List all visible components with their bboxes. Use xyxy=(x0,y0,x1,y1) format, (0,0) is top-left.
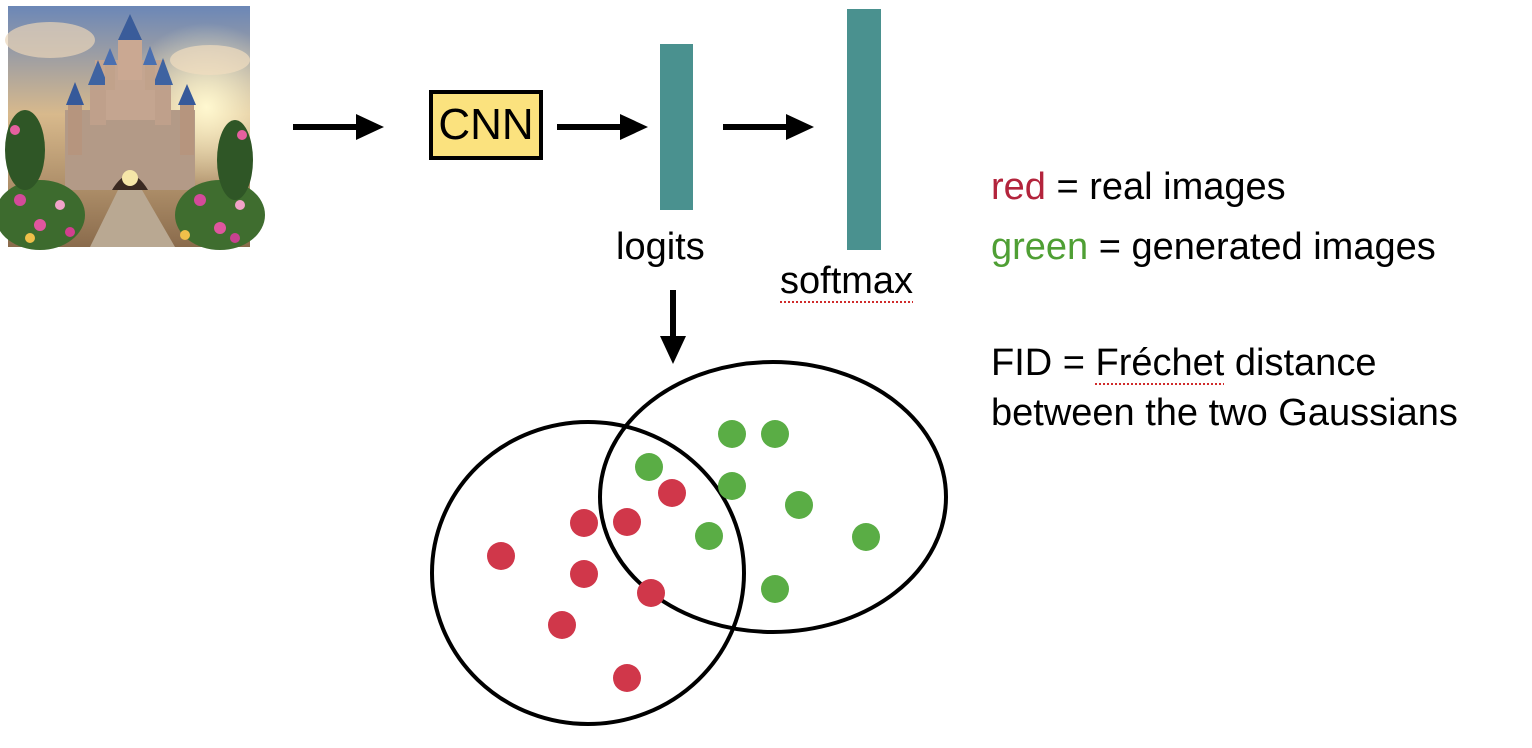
real-point xyxy=(658,479,686,507)
real-point xyxy=(487,542,515,570)
fid-suffix: distance xyxy=(1224,342,1377,384)
fid-definition-line1: FID = Fréchet distance xyxy=(991,344,1376,382)
generated-gaussian-ellipse xyxy=(598,360,948,634)
real-point xyxy=(570,509,598,537)
cnn-label: CNN xyxy=(438,100,534,149)
legend-generated: green = generated images xyxy=(991,228,1436,266)
arrow-logits-to-softmax xyxy=(723,114,814,140)
real-point xyxy=(613,664,641,692)
fid-definition-line2: between the two Gaussians xyxy=(991,392,1458,434)
generated-point xyxy=(718,420,746,448)
generated-point xyxy=(852,523,880,551)
frechet-word: Fréchet xyxy=(1095,342,1225,384)
legend-red-text: = real images xyxy=(1045,166,1286,208)
real-point xyxy=(570,560,598,588)
generated-point xyxy=(785,491,813,519)
real-point xyxy=(613,508,641,536)
real-gaussian-ellipse xyxy=(430,420,746,726)
legend-green-word: green xyxy=(991,226,1089,268)
generated-point xyxy=(761,420,789,448)
arrow-cnn-to-logits xyxy=(557,114,648,140)
softmax-text: softmax xyxy=(780,260,914,302)
generated-point xyxy=(635,453,663,481)
real-point xyxy=(548,611,576,639)
softmax-vector xyxy=(847,9,881,250)
logits-vector xyxy=(660,44,693,210)
generated-points xyxy=(635,420,880,603)
legend-real: red = real images xyxy=(991,168,1286,206)
generated-point xyxy=(718,472,746,500)
fid-prefix: FID = xyxy=(991,342,1096,384)
cnn-box: CNN xyxy=(429,90,543,160)
generated-point xyxy=(761,575,789,603)
generated-point xyxy=(695,522,723,550)
logits-label: logits xyxy=(616,226,705,268)
legend-green-text: = generated images xyxy=(1088,226,1436,268)
castle-image xyxy=(0,6,265,250)
arrow-logits-to-gaussians xyxy=(660,290,686,364)
softmax-label: softmax xyxy=(780,262,913,300)
legend-red-word: red xyxy=(991,166,1046,208)
real-point xyxy=(637,579,665,607)
real-points xyxy=(487,479,686,692)
arrow-image-to-cnn xyxy=(293,114,384,140)
